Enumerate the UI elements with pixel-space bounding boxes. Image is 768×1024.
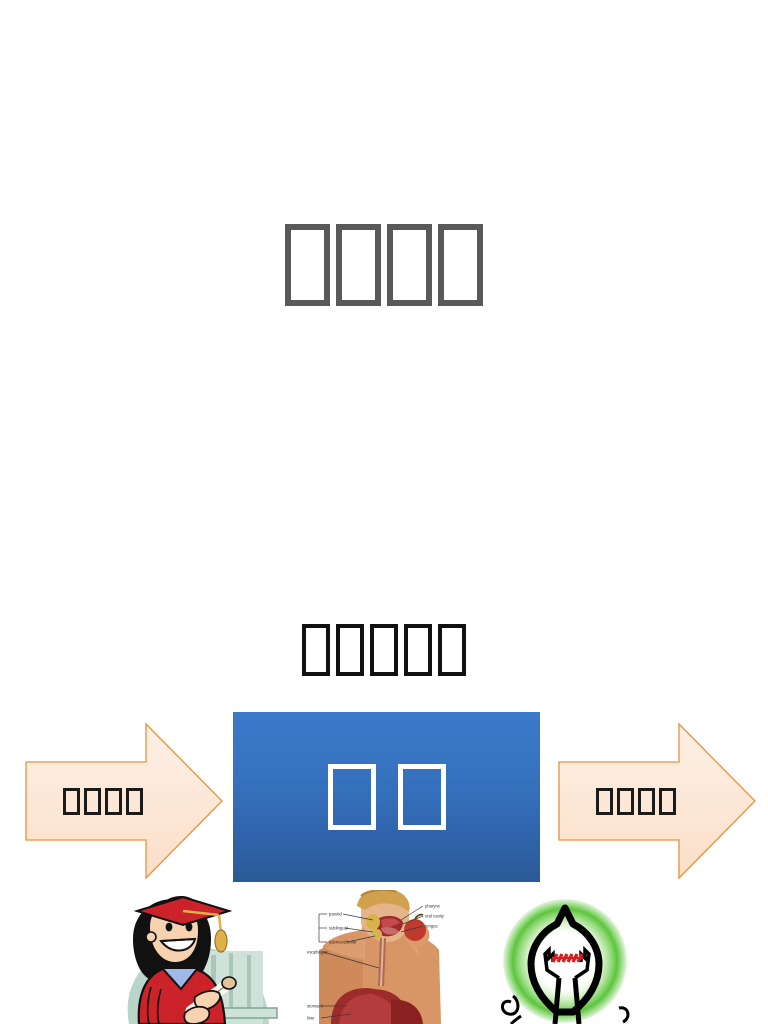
tofu-glyph bbox=[617, 787, 634, 815]
tofu-glyph bbox=[387, 224, 432, 306]
digestive-anatomy-clipart[interactable]: parotid sublingual submandibular esophag… bbox=[305, 890, 455, 1024]
svg-text:parotid: parotid bbox=[329, 912, 342, 917]
flow-arrow-left[interactable] bbox=[24, 722, 224, 880]
tofu-glyph bbox=[404, 624, 432, 676]
flow-center-box[interactable] bbox=[233, 712, 540, 882]
tofu-glyph bbox=[336, 224, 381, 306]
tofu-glyph bbox=[84, 787, 101, 815]
tofu-glyph bbox=[327, 764, 376, 830]
lightbulb-icon bbox=[501, 899, 630, 1024]
tofu-glyph bbox=[438, 224, 483, 306]
tofu-glyph bbox=[336, 624, 364, 676]
tofu-glyph bbox=[126, 787, 143, 815]
digestive-anatomy-illustration: parotid sublingual submandibular esophag… bbox=[305, 890, 455, 1024]
svg-text:submandibular: submandibular bbox=[329, 940, 357, 945]
right-arrow-icon bbox=[558, 722, 756, 880]
svg-text:sublingual: sublingual bbox=[329, 926, 348, 931]
tofu-glyph bbox=[285, 224, 330, 306]
svg-text:oral cavity: oral cavity bbox=[425, 914, 445, 919]
flow-arrow-right[interactable] bbox=[557, 722, 757, 880]
graduate-clipart[interactable] bbox=[99, 893, 281, 1024]
lightbulb-idea-clipart[interactable] bbox=[497, 898, 637, 1024]
tofu-glyph bbox=[438, 624, 466, 676]
subtitle-heading bbox=[0, 624, 768, 676]
right-arrow-icon bbox=[25, 722, 223, 880]
flow-arrow-left-label bbox=[24, 722, 174, 880]
tofu-glyph bbox=[63, 787, 80, 815]
tofu-glyph bbox=[638, 787, 655, 815]
tofu-glyph bbox=[105, 787, 122, 815]
svg-text:tongue: tongue bbox=[425, 924, 438, 929]
graduate-illustration bbox=[127, 895, 278, 1024]
tofu-glyph bbox=[370, 624, 398, 676]
flow-arrow-right-label bbox=[557, 722, 707, 880]
tofu-glyph bbox=[397, 764, 446, 830]
svg-text:stomach: stomach bbox=[307, 1004, 323, 1009]
tofu-glyph bbox=[596, 787, 613, 815]
tofu-glyph bbox=[302, 624, 330, 676]
svg-text:pharynx: pharynx bbox=[425, 904, 441, 909]
tofu-glyph bbox=[659, 787, 676, 815]
svg-text:esophagus: esophagus bbox=[307, 950, 328, 955]
page-title bbox=[0, 224, 768, 306]
svg-text:liver: liver bbox=[307, 1016, 315, 1021]
